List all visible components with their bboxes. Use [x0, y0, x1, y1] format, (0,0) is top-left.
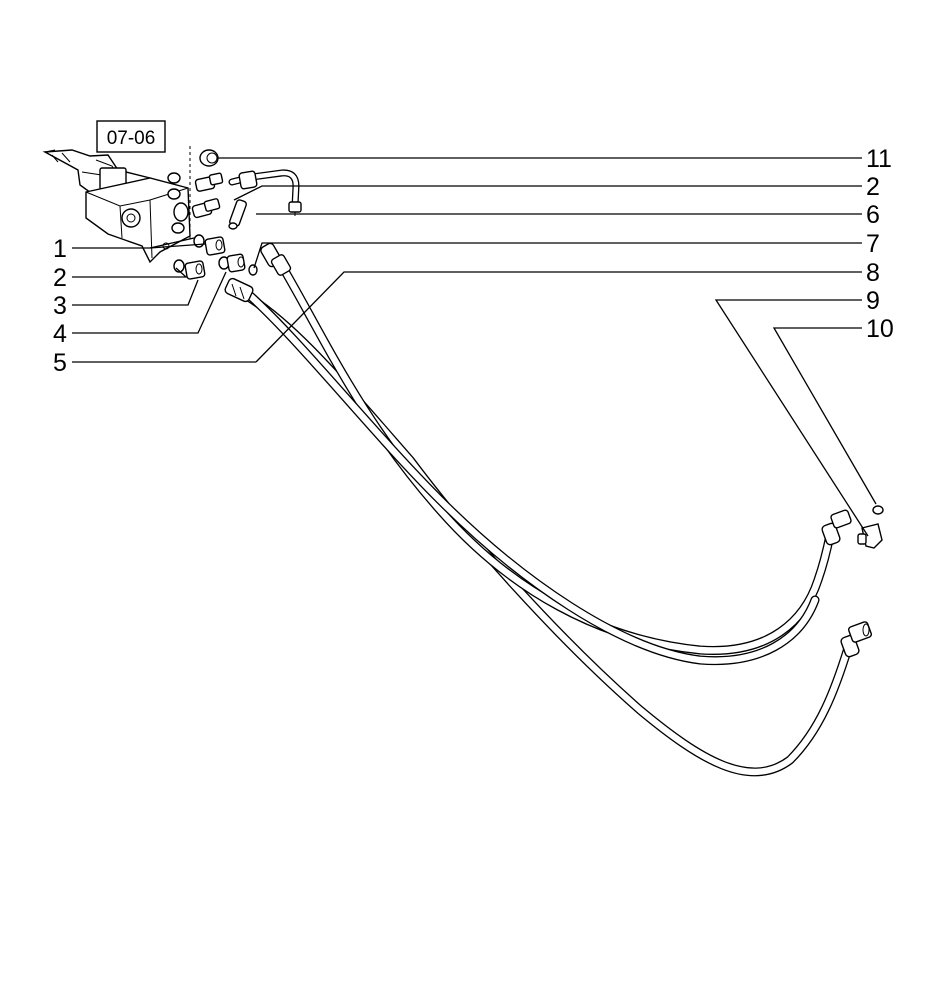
leader-lines-right — [217, 157, 877, 537]
callouts-right: 11 2 6 7 8 9 10 — [866, 145, 894, 343]
hose-end-fittings[interactable] — [224, 242, 883, 658]
reference-box-label: 07-06 — [107, 128, 156, 149]
callout-label: 8 — [866, 259, 880, 287]
callout-label: 7 — [866, 230, 880, 258]
callout-label: 4 — [53, 320, 67, 348]
callout-label: 11 — [866, 145, 892, 173]
callouts-left: 1 2 3 4 5 — [53, 235, 67, 377]
upper-fittings[interactable] — [191, 172, 224, 219]
tube-connector[interactable] — [228, 199, 247, 230]
reference-box[interactable]: 07-06 — [96, 120, 166, 153]
o-rings[interactable] — [173, 234, 884, 515]
leader-lines-left — [72, 237, 256, 363]
callout-label: 9 — [866, 287, 880, 315]
hose-lower[interactable] — [235, 287, 853, 777]
callout-label: 5 — [53, 349, 67, 377]
adapter-fittings[interactable] — [184, 236, 246, 280]
callout-label: 3 — [53, 292, 67, 320]
valve-block-assembly — [42, 146, 191, 264]
callout-label: 6 — [866, 201, 880, 229]
callout-label: 2 — [53, 264, 67, 292]
hose-middle[interactable] — [241, 287, 820, 666]
callout-label: 10 — [866, 315, 894, 343]
plug-fitting[interactable] — [199, 149, 219, 167]
callout-label: 1 — [53, 235, 67, 263]
callout-label: 2 — [866, 173, 880, 201]
